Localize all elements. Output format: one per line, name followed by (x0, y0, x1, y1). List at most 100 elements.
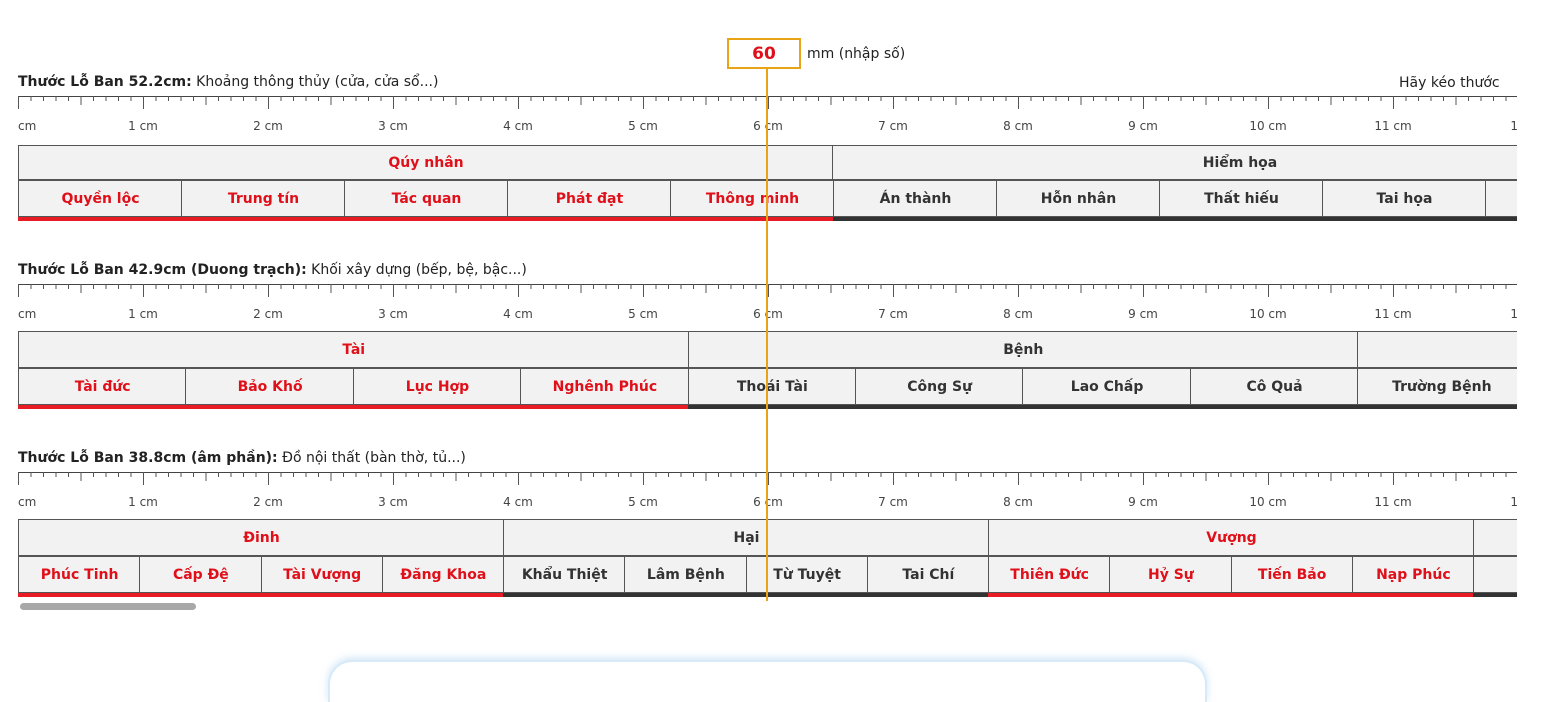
ruler-1-title: Thước Lỗ Ban 52.2cm: Khoảng thông thủy (… (18, 74, 438, 90)
minor-segment: Bảo Khố (185, 368, 354, 405)
drag-hint: Hãy kéo thước (1399, 75, 1500, 91)
ruler-2-title-desc: Khối xây dựng (bếp, bệ, bậc...) (306, 262, 527, 278)
minor-segment: Tai họa (1322, 180, 1486, 217)
cm-label: 8 cm (1003, 307, 1033, 321)
segment-underline (1485, 217, 1517, 221)
minor-segment: Thông minh (670, 180, 834, 217)
cm-label: 6 cm (753, 307, 783, 321)
minor-segment: Phúc Tinh (18, 556, 141, 593)
minor-segment: Thâ (1473, 556, 1517, 593)
minor-segment: Nạp Phúc (1351, 556, 1474, 593)
segment-underline (18, 593, 141, 597)
minor-segment: Cấp Đệ (139, 556, 262, 593)
mm-unit-label: mm (nhập số) (807, 45, 906, 62)
minor-segment: Thiên Đức (988, 556, 1111, 593)
segment-underline (1473, 593, 1517, 597)
minor-segment: Tiến Bảo (1230, 556, 1353, 593)
segment-underline (833, 217, 997, 221)
cm-label: 3 cm (378, 495, 408, 509)
minor-segment: Trung tín (181, 180, 345, 217)
horizontal-scrollbar[interactable] (20, 603, 196, 610)
segment-underline (18, 217, 182, 221)
cm-label: 3 cm (378, 307, 408, 321)
cm-label: 7 cm (878, 307, 908, 321)
cm-label: 2 cm (253, 119, 283, 133)
cm-label: 11 cm (1374, 119, 1411, 133)
minor-segment: Đăng Khoa (381, 556, 504, 593)
major-segment: Đinh (18, 519, 504, 556)
segment-underline (624, 593, 747, 597)
segment-underline (1322, 217, 1486, 221)
major-segment (1473, 519, 1517, 556)
major-segment: Tài (18, 331, 689, 368)
ruler-3-title: Thước Lỗ Ban 38.8cm (âm phần): Đồ nội th… (18, 450, 466, 466)
segment-underline (507, 217, 671, 221)
segment-underline (260, 593, 383, 597)
minor-segment: Lâm Bệnh (624, 556, 747, 593)
segment-underline (1351, 593, 1474, 597)
segment-underline (139, 593, 262, 597)
major-segment: Hại (503, 519, 989, 556)
ruler-3-title-bold: Thước Lỗ Ban 38.8cm (âm phần): (18, 450, 278, 466)
cm-label: 9 cm (1128, 119, 1158, 133)
cm-label: 10 cm (1249, 119, 1286, 133)
cm-label: 1 cm (128, 495, 158, 509)
cm-label: 11 cm (1374, 495, 1411, 509)
cm-label: 7 cm (878, 495, 908, 509)
segment-underline (670, 217, 834, 221)
segment-underline (344, 217, 508, 221)
segment-underline (18, 405, 187, 409)
minor-segment: Thất hiếu (1159, 180, 1323, 217)
cm-label: 6 cm (753, 119, 783, 133)
minor-segment: Thoái Tài (687, 368, 856, 405)
cm-label: 1 cm (128, 119, 158, 133)
minor-segment: Từ Tuyệt (745, 556, 868, 593)
minor-segment: Tai Chí (866, 556, 989, 593)
segment-underline (866, 593, 989, 597)
minor-segment: Hỷ Sự (1109, 556, 1232, 593)
cm-label: 12 (1510, 307, 1517, 321)
ruler-3-title-desc: Đồ nội thất (bàn thờ, tủ...) (277, 450, 466, 466)
segment-underline (1022, 405, 1191, 409)
cm-label: 2 cm (253, 495, 283, 509)
minor-segment: Khẩu Thiệt (503, 556, 626, 593)
cm-label: 8 cm (1003, 119, 1033, 133)
segment-underline (1189, 405, 1359, 409)
cm-label: 5 cm (628, 307, 658, 321)
segment-underline (381, 593, 504, 597)
mm-input[interactable] (727, 38, 801, 69)
cm-label: 11 cm (1374, 307, 1411, 321)
segment-underline (503, 593, 626, 597)
ruler-2-title-bold: Thước Lỗ Ban 42.9cm (Duong trạch): (18, 262, 307, 278)
mm-input-group: mm (nhập số) (727, 38, 905, 69)
segment-underline (745, 593, 868, 597)
major-segment: Bệnh (687, 331, 1358, 368)
minor-segment (1485, 180, 1517, 217)
cm-label: 5 cm (628, 495, 658, 509)
segment-underline (185, 405, 354, 409)
minor-segment: Phát đạt (507, 180, 671, 217)
minor-segment: Trường Bệnh (1357, 368, 1517, 405)
segment-underline (988, 593, 1111, 597)
major-segment: Hiểm họa (832, 145, 1517, 180)
measure-cursor-line[interactable] (766, 69, 768, 601)
cm-label: cm (18, 307, 36, 321)
minor-segment: Lao Chấp (1022, 368, 1191, 405)
segment-underline (1357, 405, 1517, 409)
cm-label: 1 cm (128, 307, 158, 321)
cm-label: cm (18, 495, 36, 509)
ruler-2-title: Thước Lỗ Ban 42.9cm (Duong trạch): Khối … (18, 262, 527, 278)
ruler-1-title-bold: Thước Lỗ Ban 52.2cm: (18, 74, 192, 90)
cm-label: 6 cm (753, 495, 783, 509)
cm-label: 8 cm (1003, 495, 1033, 509)
cm-label: cm (18, 119, 36, 133)
segment-underline (1159, 217, 1323, 221)
cm-label: 4 cm (503, 495, 533, 509)
minor-segment: Án thành (833, 180, 997, 217)
